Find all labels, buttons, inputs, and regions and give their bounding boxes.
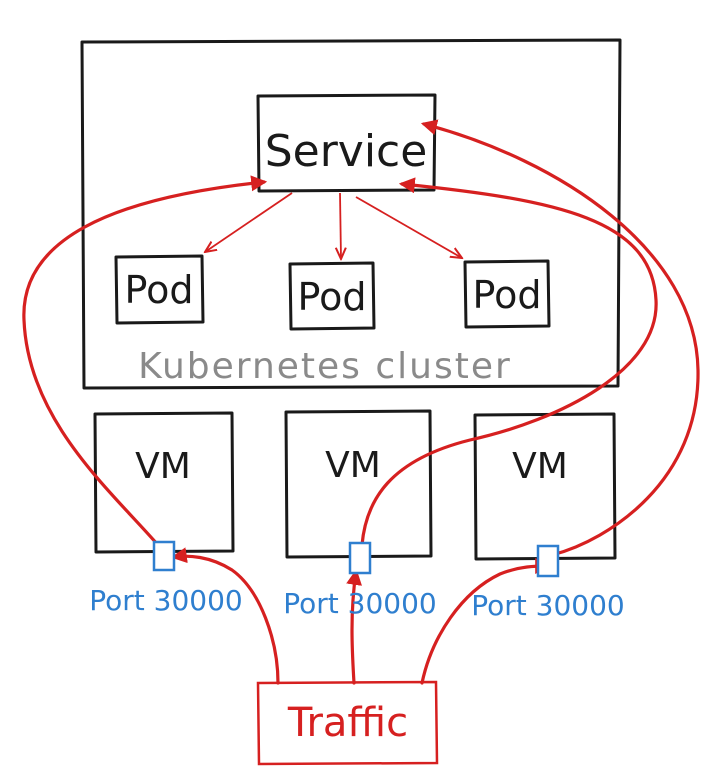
port-label-2: Port 30000 [283, 587, 436, 620]
traffic-to-port-arrows [170, 547, 552, 685]
vm-label-3: VM [512, 446, 568, 487]
vm-label-1: VM [135, 446, 191, 487]
port-3: Port 30000 [471, 544, 625, 622]
port-label-1: Port 30000 [89, 584, 242, 617]
port-1-icon [152, 540, 176, 572]
arrow-service-pod-2 [340, 192, 341, 259]
pod-node-1: Pod [114, 254, 205, 325]
arrow-traffic-port-1 [170, 547, 280, 685]
pod-label-1: Pod [125, 268, 194, 312]
arrow-traffic-port-3 [420, 558, 552, 685]
pod-label-2: Pod [298, 275, 367, 319]
vm-node-3: VM [473, 412, 617, 561]
kubernetes-cluster: Kubernetes cluster [80, 38, 622, 390]
arrow-service-pod-1 [205, 192, 293, 252]
port-2-icon [348, 541, 372, 575]
arrow-port-3-service [420, 119, 700, 557]
vm-label-2: VM [325, 445, 381, 486]
traffic-label: Traffic [287, 700, 408, 746]
port-label-3: Port 30000 [471, 589, 624, 622]
pod-label-3: Pod [473, 273, 542, 317]
port-2: Port 30000 [283, 541, 437, 620]
arrow-port-1-service [22, 175, 268, 547]
service-to-pod-arrows [205, 192, 462, 259]
port-3-icon [536, 544, 560, 578]
pod-node-3: Pod [463, 259, 551, 329]
port-to-service-arrows [22, 119, 700, 557]
pod-node-2: Pod [288, 261, 376, 331]
cluster-label: Kubernetes cluster [138, 346, 512, 387]
vm-node-2: VM [284, 409, 433, 559]
service-label: Service [265, 126, 428, 177]
arrow-service-pod-3 [355, 196, 462, 258]
arrow-port-2-service [360, 177, 658, 547]
service-node: Service [256, 93, 437, 193]
arrow-traffic-port-2 [346, 568, 363, 685]
traffic-node: Traffic [256, 680, 439, 766]
port-1: Port 30000 [89, 540, 243, 617]
vm-node-1: VM [93, 411, 235, 554]
